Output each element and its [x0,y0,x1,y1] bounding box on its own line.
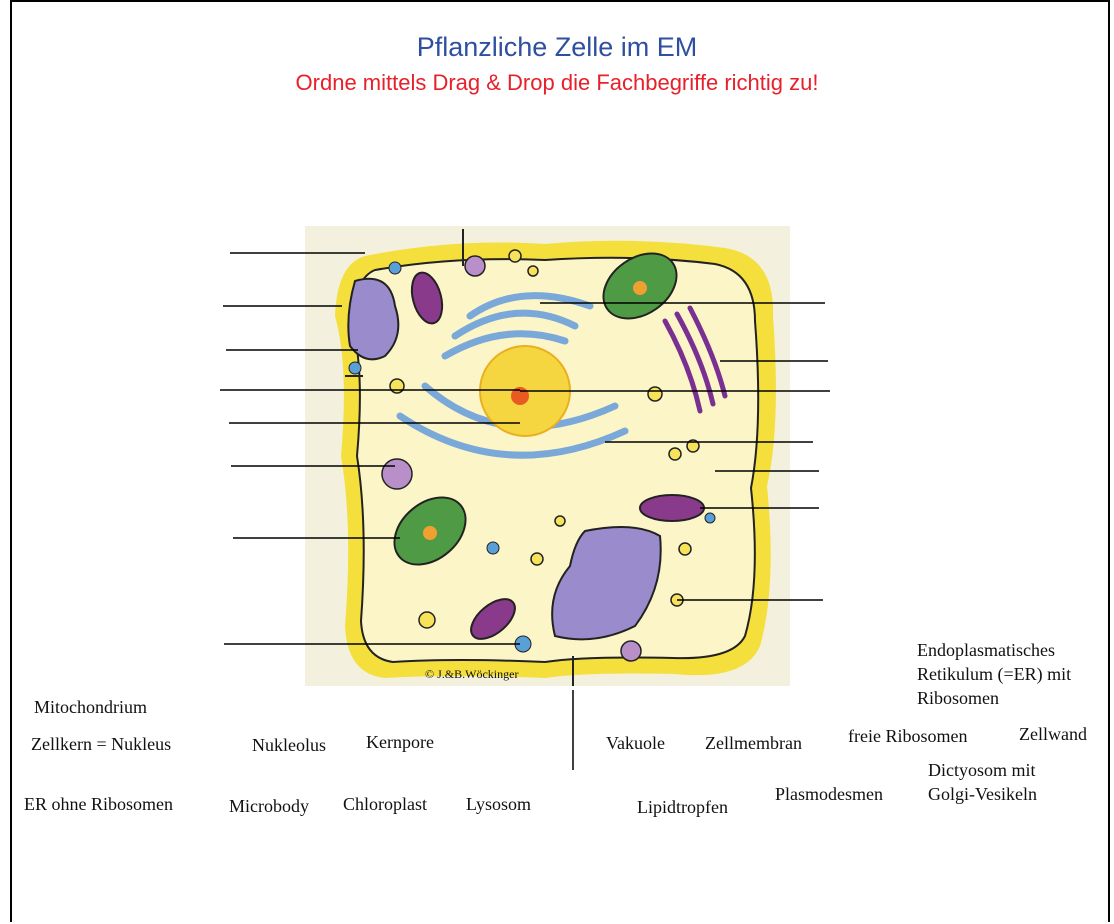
term-lipidtropfen[interactable]: Lipidtropfen [637,795,728,819]
term-nukleolus[interactable]: Nukleolus [252,733,326,757]
page-title: Pflanzliche Zelle im EM [0,32,1114,63]
term-plasmodesmen[interactable]: Plasmodesmen [775,782,883,806]
term-er-ohne-ribosomen[interactable]: ER ohne Ribosomen [24,792,173,816]
term-vakuole[interactable]: Vakuole [606,731,665,755]
term-freie-ribosomen[interactable]: freie Ribosomen [848,724,967,748]
term-zellkern-nukleus[interactable]: Zellkern = Nukleus [31,732,171,756]
term-lysosom[interactable]: Lysosom [466,792,531,816]
instruction-text: Ordne mittels Drag & Drop die Fachbegrif… [0,70,1114,96]
illustration-credit: © J.&B.Wöckinger [425,667,518,681]
nucleolus [511,387,529,405]
vacuole-left [348,279,398,360]
term-mitochondrium[interactable]: Mitochondrium [34,695,147,719]
plant-cell-illustration: © J.&B.Wöckinger [305,226,790,686]
term-kernpore[interactable]: Kernpore [366,730,434,754]
term-microbody[interactable]: Microbody [229,794,309,818]
term-chloroplast[interactable]: Chloroplast [343,792,427,816]
term-endoplasmatisches-retikulum[interactable]: Endoplasmatisches Retikulum (=ER) mit Ri… [917,638,1107,710]
mitochondrion-2 [640,495,704,521]
term-zellwand[interactable]: Zellwand [1019,722,1087,746]
term-zellmembran[interactable]: Zellmembran [705,731,802,755]
term-dictyosom-golgi-vesikeln[interactable]: Dictyosom mit Golgi-Vesikeln [928,758,1078,806]
